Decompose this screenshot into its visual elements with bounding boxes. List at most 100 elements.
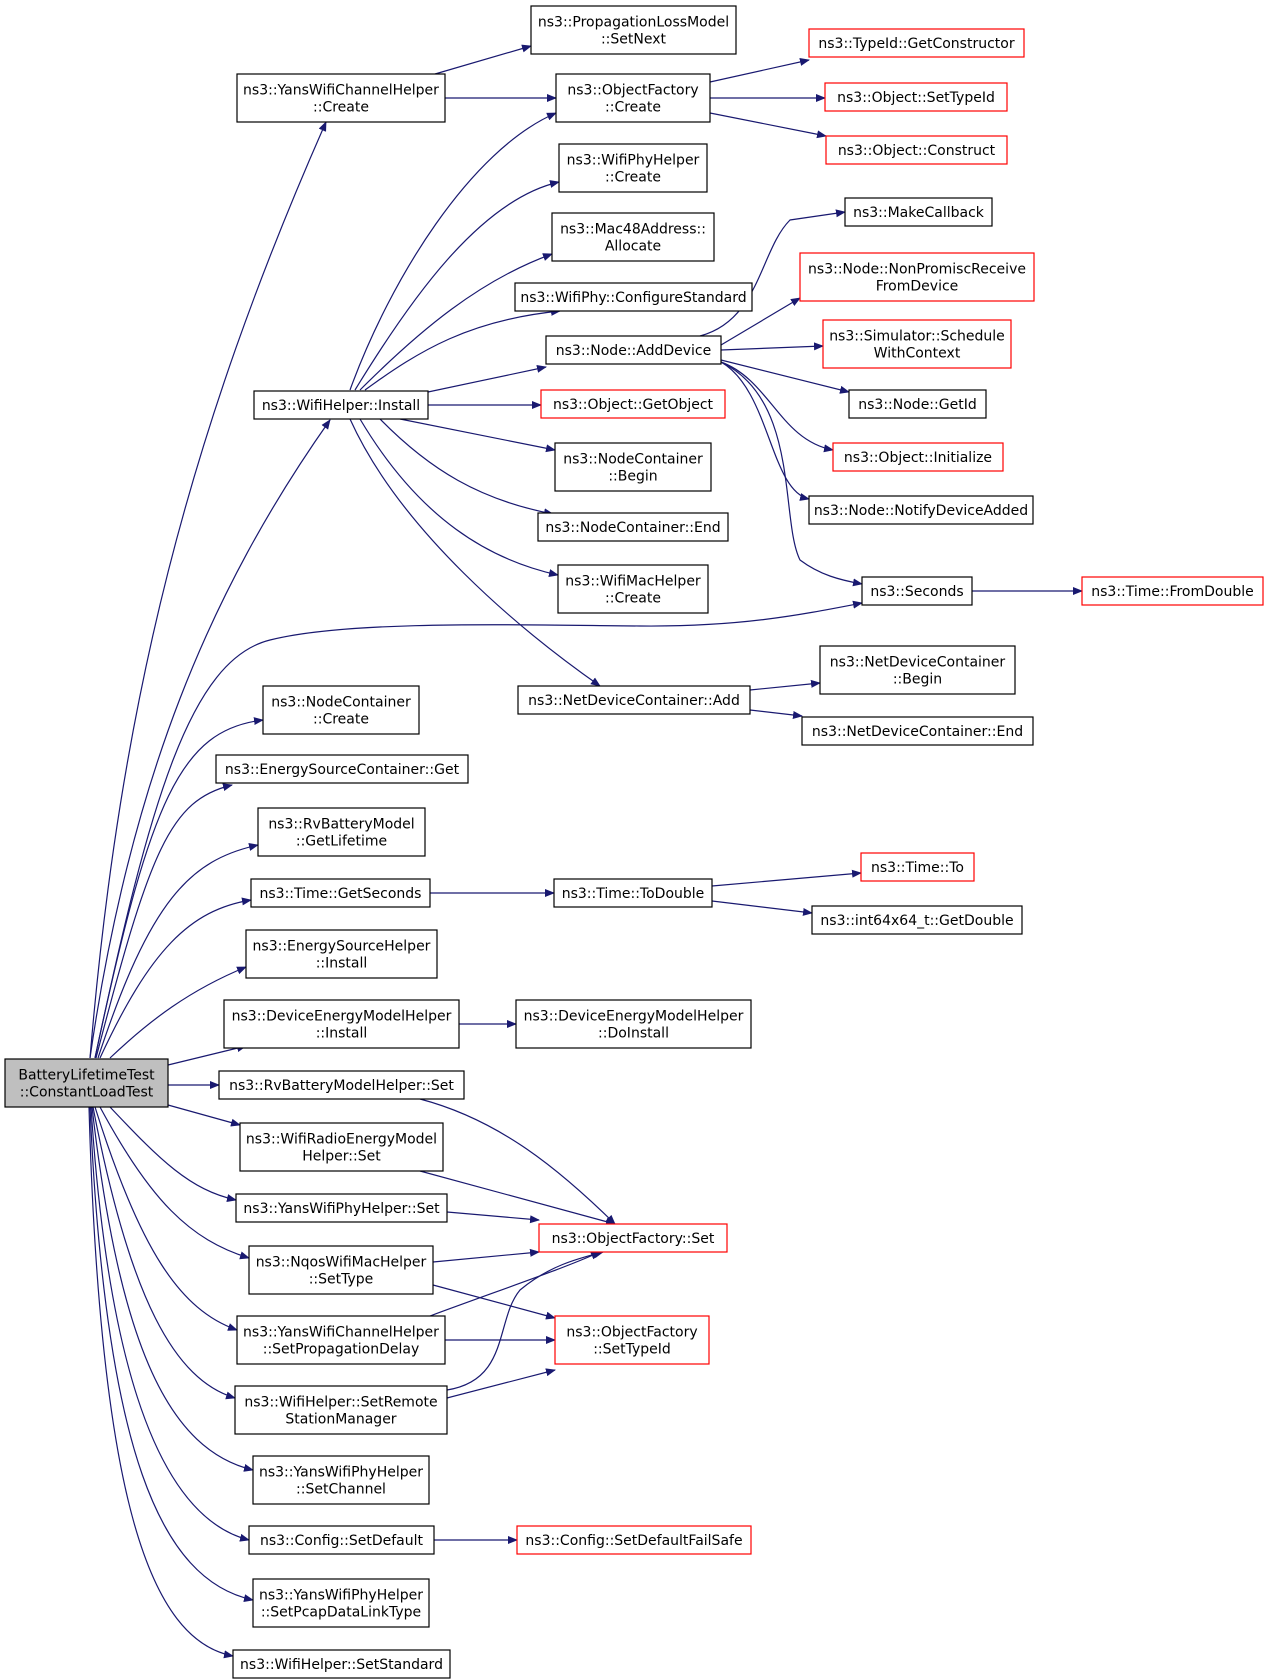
edge-wremh-ofset (419, 1170, 616, 1226)
node-box (844, 197, 993, 227)
edge-root-wifihelper_install (89, 419, 331, 1059)
edge-root-wh_setstandard (88, 1106, 234, 1659)
node-demh-doinstall[interactable]: ns3::DeviceEnergyModelHelper::DoInstall (515, 999, 752, 1049)
node-nc-create[interactable]: ns3::NodeContainer::Create (262, 685, 420, 735)
edge-rvh-ofset (419, 1098, 616, 1225)
node-box (245, 929, 438, 979)
node-label: ns3::ObjectFactory (567, 83, 698, 99)
node-nqos-settype[interactable]: ns3::NqosWifiMacHelper::SetType (248, 1245, 434, 1295)
edge-yans-plm (434, 44, 532, 75)
node-demh-install[interactable]: ns3::DeviceEnergyModelHelper::Install (223, 999, 460, 1049)
node-rv-getlifetime[interactable]: ns3::RvBatteryModel::GetLifetime (257, 807, 426, 857)
node-typeid-getctor[interactable]: ns3::TypeId::GetConstructor (808, 28, 1025, 58)
node-root[interactable]: BatteryLifetimeTest::ConstantLoadTest (4, 1058, 169, 1108)
node-ywph-setpcap[interactable]: ns3::YansWifiPhyHelper::SetPcapDataLinkT… (252, 1578, 430, 1628)
edge-adddevice-notify (720, 361, 810, 501)
node-time-getseconds[interactable]: ns3::Time::GetSeconds (250, 878, 431, 908)
edge-root-demh_install (167, 1044, 247, 1066)
node-ndc-add[interactable]: ns3::NetDeviceContainer::Add (517, 685, 751, 715)
edge-root-nqos_settype (99, 1106, 250, 1260)
node-box (257, 807, 426, 857)
node-box (537, 512, 729, 542)
node-label: ns3::WifiHelper::SetRemote (244, 1395, 437, 1411)
node-wh-setstandard[interactable]: ns3::WifiHelper::SetStandard (232, 1649, 451, 1679)
node-node-notifydevadded[interactable]: ns3::Node::NotifyDeviceAdded (808, 495, 1034, 525)
node-time-todouble[interactable]: ns3::Time::ToDouble (553, 878, 713, 908)
node-box (558, 143, 708, 193)
node-label: Helper::Set (302, 1149, 381, 1165)
node-obj-construct[interactable]: ns3::Object::Construct (825, 135, 1008, 165)
edge-root-yans_ch_create (89, 121, 327, 1059)
node-label: ns3::YansWifiChannelHelper (243, 83, 439, 99)
node-ndc-begin[interactable]: ns3::NetDeviceContainer::Begin (819, 645, 1016, 695)
node-box (215, 754, 469, 784)
node-box (262, 685, 420, 735)
edge-ywchprop-ofset (429, 1251, 601, 1317)
edge-install-wifimac (359, 418, 559, 577)
node-box (554, 1315, 710, 1365)
edge-root-cfg_setdefault (90, 1106, 250, 1542)
node-ywph-setchannel[interactable]: ns3::YansWifiPhyHelper::SetChannel (252, 1455, 430, 1505)
node-label: ns3::NetDeviceContainer::End (812, 724, 1023, 740)
node-cfg-setdefaultfs[interactable]: ns3::Config::SetDefaultFailSafe (516, 1525, 752, 1555)
node-label: ::Install (316, 956, 368, 972)
edge-root-esc_get (95, 783, 233, 1059)
node-label: ns3::DeviceEnergyModelHelper (524, 1009, 744, 1025)
node-nc-begin[interactable]: ns3::NodeContainer::Begin (554, 442, 712, 492)
edge-root-seconds (94, 600, 863, 1059)
edge-install-configstd (364, 307, 561, 391)
node-label: ns3::WifiPhy::ConfigureStandard (520, 290, 746, 306)
node-node-getid[interactable]: ns3::Node::GetId (848, 389, 987, 419)
node-ywph-set[interactable]: ns3::YansWifiPhyHelper::Set (235, 1193, 448, 1223)
node-label: ::SetPcapDataLinkType (261, 1605, 421, 1621)
edge-root-time_getseconds (99, 897, 252, 1059)
node-mac48-allocate[interactable]: ns3::Mac48Address::Allocate (551, 212, 715, 262)
node-int64-getdouble[interactable]: ns3::int64x64_t::GetDouble (811, 905, 1023, 935)
edge-root-nc_create (94, 717, 264, 1059)
node-wifimac-create[interactable]: ns3::WifiMacHelper::Create (557, 564, 709, 614)
node-of-settypeid[interactable]: ns3::ObjectFactory::SetTypeId (554, 1315, 710, 1365)
node-esc-get[interactable]: ns3::EnergySourceContainer::Get (215, 754, 469, 784)
edge-root-rv_getlifetime (97, 843, 259, 1059)
node-nc-end[interactable]: ns3::NodeContainer::End (537, 512, 729, 542)
node-plm-setnext[interactable]: ns3::PropagationLossModel::SetNext (530, 5, 737, 55)
node-cfg-setdefault[interactable]: ns3::Config::SetDefault (248, 1525, 435, 1555)
node-seconds[interactable]: ns3::Seconds (861, 576, 973, 606)
edge-todouble-getdouble (711, 900, 813, 916)
node-ndc-end[interactable]: ns3::NetDeviceContainer::End (801, 716, 1034, 746)
node-box (808, 495, 1034, 525)
node-time-fromdouble[interactable]: ns3::Time::FromDouble (1081, 576, 1264, 606)
node-obj-initialize[interactable]: ns3::Object::Initialize (832, 442, 1004, 472)
node-box (236, 1315, 446, 1365)
node-wifiphyhelper-create[interactable]: ns3::WifiPhyHelper::Create (558, 143, 708, 193)
edge-root-ywch_setpropdelay (94, 1106, 238, 1331)
node-node-adddevice[interactable]: ns3::Node::AddDevice (545, 335, 722, 365)
node-wifihelper-install[interactable]: ns3::WifiHelper::Install (253, 390, 429, 420)
node-obj-getobject[interactable]: ns3::Object::GetObject (540, 389, 726, 419)
node-obj-settypeid[interactable]: ns3::Object::SetTypeId (824, 82, 1008, 112)
node-makecallback[interactable]: ns3::MakeCallback (844, 197, 993, 227)
node-box (239, 1122, 444, 1172)
node-label: ns3::NodeContainer::End (545, 520, 720, 536)
node-of-set[interactable]: ns3::ObjectFactory::Set (538, 1223, 728, 1253)
node-time-to[interactable]: ns3::Time::To (860, 852, 975, 882)
node-wifiphy-configstd[interactable]: ns3::WifiPhy::ConfigureStandard (514, 282, 753, 312)
node-label: ns3::EnergySourceHelper (253, 939, 431, 955)
node-yans-ch-create[interactable]: ns3::YansWifiChannelHelper::Create (236, 73, 446, 123)
node-label: ns3::Config::SetDefaultFailSafe (525, 1533, 742, 1549)
node-label: ns3::Simulator::Schedule (829, 329, 1005, 345)
node-label: ns3::YansWifiPhyHelper (259, 1465, 423, 1481)
node-label: ns3::Object::Construct (838, 143, 996, 159)
node-of-create[interactable]: ns3::ObjectFactory::Create (555, 73, 711, 123)
node-box (218, 1070, 465, 1100)
node-box (808, 28, 1025, 58)
node-rvh-set[interactable]: ns3::RvBatteryModelHelper::Set (218, 1070, 465, 1100)
node-box (832, 442, 1004, 472)
node-label: ns3::Time::GetSeconds (260, 886, 422, 902)
node-esh-install[interactable]: ns3::EnergySourceHelper::Install (245, 929, 438, 979)
node-ywch-setpropdelay[interactable]: ns3::YansWifiChannelHelper::SetPropagati… (236, 1315, 446, 1365)
